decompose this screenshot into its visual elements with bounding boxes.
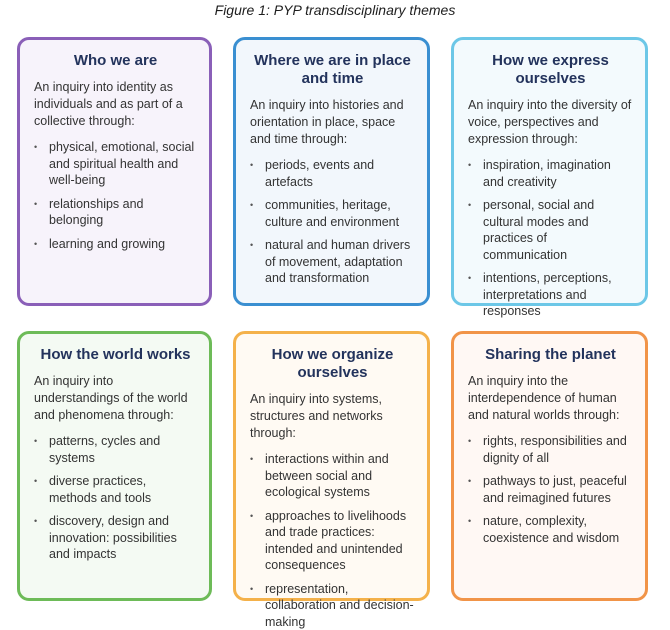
theme-list-item: intentions, perceptions, interpretations… [468,270,633,320]
theme-list-item: pathways to just, peaceful and reimagine… [468,473,633,506]
theme-list: rights, responsibilities and dignity of … [468,433,633,546]
theme-list-item: discovery, design and innovation: possib… [34,513,197,563]
theme-title: Where we are in place and time [250,52,415,88]
theme-list: patterns, cycles and systems diverse pra… [34,433,197,563]
theme-list-item: natural and human drivers of movement, a… [250,237,415,287]
figure-caption: Figure 1: PYP transdisciplinary themes [0,2,670,18]
theme-card-who-we-are: Who we are An inquiry into identity as i… [17,37,212,306]
theme-intro: An inquiry into identity as individuals … [34,79,197,130]
theme-intro: An inquiry into the diversity of voice, … [468,97,633,148]
theme-intro: An inquiry into understandings of the wo… [34,373,197,424]
theme-list-item: approaches to livelihoods and trade prac… [250,508,415,574]
theme-list-item: inspiration, imagination and creativity [468,157,633,190]
theme-list-item: rights, responsibilities and dignity of … [468,433,633,466]
theme-title: How we organize ourselves [250,346,415,382]
theme-list-item: diverse practices, methods and tools [34,473,197,506]
theme-card-how-we-express: How we express ourselves An inquiry into… [451,37,648,306]
theme-list: interactions within and between social a… [250,451,415,630]
theme-list-item: representation, collaboration and decisi… [250,581,415,630]
theme-list-item: interactions within and between social a… [250,451,415,501]
theme-card-sharing-the-planet: Sharing the planet An inquiry into the i… [451,331,648,601]
theme-list-item: communities, heritage, culture and envir… [250,197,415,230]
theme-intro: An inquiry into systems, structures and … [250,391,415,442]
theme-list-item: relationships and belonging [34,196,197,229]
theme-list: inspiration, imagination and creativity … [468,157,633,320]
theme-list-item: patterns, cycles and systems [34,433,197,466]
theme-list: periods, events and artefacts communitie… [250,157,415,287]
theme-list-item: physical, emotional, social and spiritua… [34,139,197,189]
theme-list-item: learning and growing [34,236,197,253]
theme-list: physical, emotional, social and spiritua… [34,139,197,252]
theme-title: How we express ourselves [468,52,633,88]
theme-card-where-we-are: Where we are in place and time An inquir… [233,37,430,306]
theme-card-how-the-world-works: How the world works An inquiry into unde… [17,331,212,601]
theme-list-item: nature, complexity, coexistence and wisd… [468,513,633,546]
theme-list-item: personal, social and cultural modes and … [468,197,633,263]
theme-card-how-we-organize: How we organize ourselves An inquiry int… [233,331,430,601]
theme-intro: An inquiry into the interdependence of h… [468,373,633,424]
theme-list-item: periods, events and artefacts [250,157,415,190]
theme-title: How the world works [34,346,197,364]
theme-title: Sharing the planet [468,346,633,364]
theme-intro: An inquiry into histories and orientatio… [250,97,415,148]
theme-title: Who we are [34,52,197,70]
